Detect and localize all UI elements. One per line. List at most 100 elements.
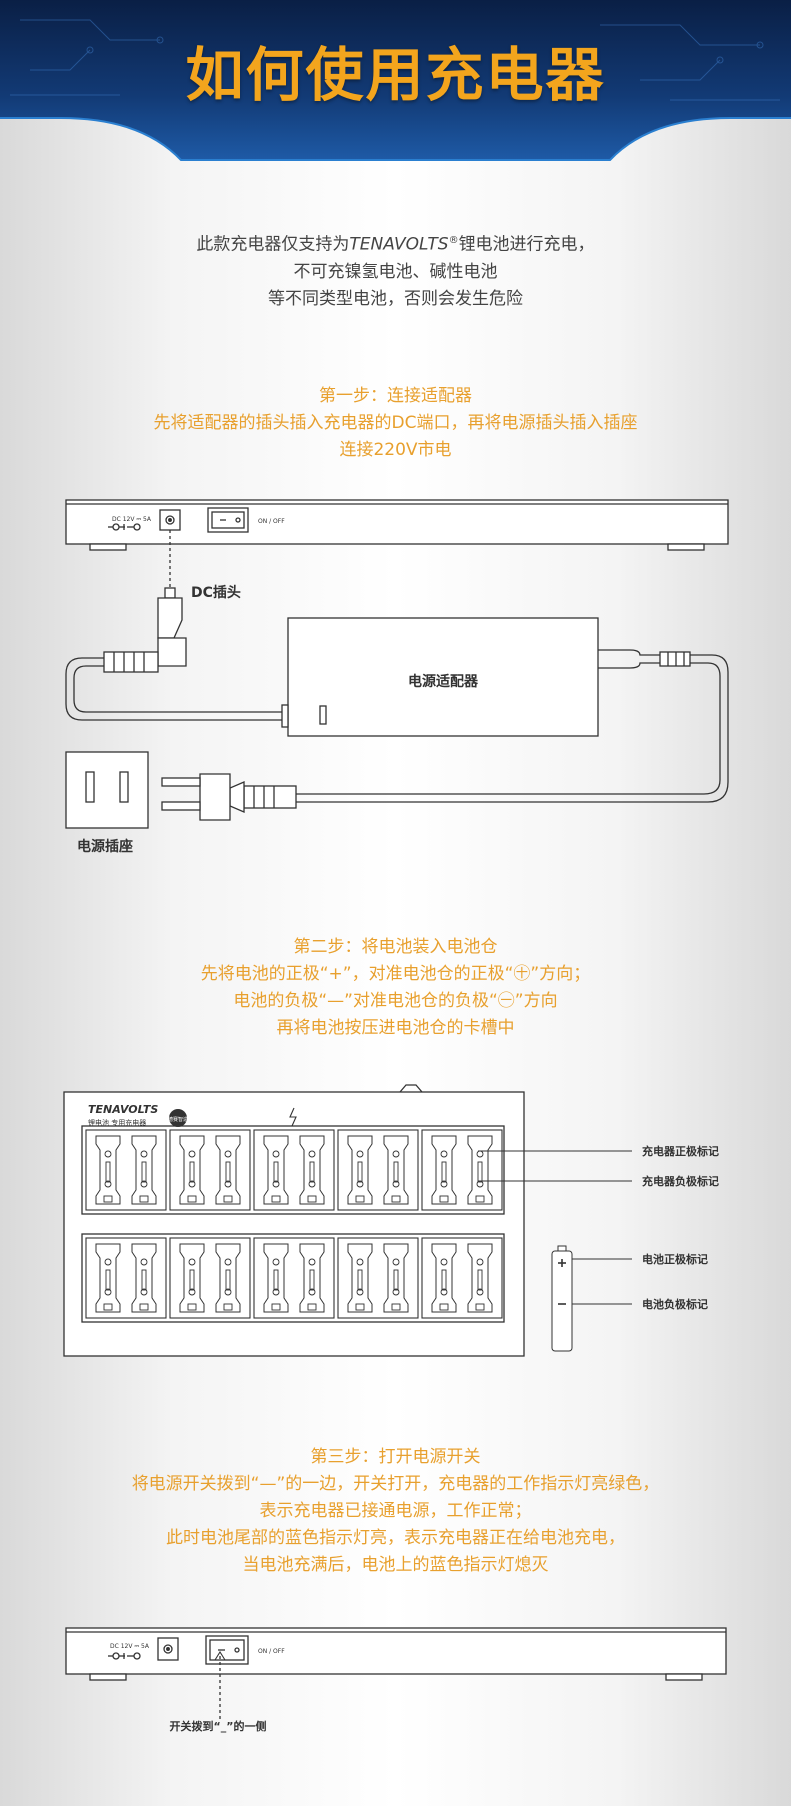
charger-negative-mark-label: 充电器负极标记	[642, 1174, 719, 1188]
battery-slot	[215, 1135, 241, 1205]
slot-positive-mark	[392, 1150, 400, 1158]
battery-slot	[179, 1243, 205, 1313]
step3-line-2: 表示充电器已接通电源，工作正常；	[259, 1501, 532, 1521]
adapter-label: 电源适配器	[408, 673, 479, 690]
slot-group	[169, 1237, 251, 1319]
slot-contact	[139, 1195, 149, 1203]
slot-contact	[355, 1303, 365, 1311]
slot-negative-mark	[140, 1180, 148, 1188]
slot-negative-mark	[104, 1180, 112, 1188]
slot-positive-mark	[104, 1150, 112, 1158]
slot-negative-mark	[224, 1288, 232, 1296]
slot-contact	[355, 1195, 365, 1203]
slot-indicator	[441, 1161, 447, 1183]
slot-positive-mark	[476, 1258, 484, 1266]
figure-battery-slots: 充电器正极标记 充电器负极标记 电池正极标记 电池负极标记 TENAVOLTS …	[0, 1080, 791, 1360]
page-title: 如何使用充电器	[185, 41, 606, 109]
battery-positive-mark-label: 电池正极标记	[642, 1252, 708, 1266]
slot-positive-mark	[272, 1258, 280, 1266]
slot-negative-mark	[140, 1288, 148, 1296]
slot-positive-mark	[224, 1150, 232, 1158]
slot-contact	[475, 1195, 485, 1203]
intro-line-2: 不可充镍氢电池、碱性电池	[293, 261, 498, 282]
step3-title: 第三步：打开电源开关	[310, 1447, 481, 1467]
battery-slot	[347, 1243, 373, 1313]
step2-title: 第二步：将电池装入电池仓	[293, 937, 498, 957]
battery-slot	[263, 1135, 289, 1205]
slot-contact	[439, 1195, 449, 1203]
slot-contact	[439, 1303, 449, 1311]
step1-line-2: 连接220V市电	[339, 440, 452, 460]
slot-indicator	[477, 1161, 483, 1183]
battery-negative-mark-label: 电池负极标记	[642, 1297, 708, 1311]
slot-negative-mark	[476, 1288, 484, 1296]
dc-spec-label: DC 12V ⎓ 5A	[112, 516, 152, 523]
step3-line-4: 当电池充满后，电池上的蓝色指示灯熄灭	[242, 1555, 549, 1575]
slot-indicator	[477, 1269, 483, 1291]
intro-prefix: 此款充电器仅支持为	[196, 234, 350, 255]
slot-indicator	[273, 1161, 279, 1183]
step2-line-2: 电池的负极“—”对准电池仓的负极“㊀”方向	[233, 991, 558, 1011]
slot-contact	[307, 1195, 317, 1203]
intro-reg: ®	[448, 235, 459, 246]
battery-slot	[131, 1135, 157, 1205]
slot-indicator	[393, 1269, 399, 1291]
battery-slot	[299, 1135, 325, 1205]
slot-negative-mark	[440, 1288, 448, 1296]
slot-contact	[223, 1303, 233, 1311]
switch-label: ON / OFF	[258, 518, 285, 525]
slot-indicator	[105, 1269, 111, 1291]
slot-indicator	[225, 1161, 231, 1183]
charger-brand-subtitle: 锂电池 专用充电器	[88, 1118, 146, 1127]
slot-group	[253, 1129, 335, 1211]
slot-negative-mark	[440, 1180, 448, 1188]
slot-contact	[271, 1303, 281, 1311]
slot-positive-mark	[308, 1258, 316, 1266]
slot-negative-mark	[392, 1180, 400, 1188]
slot-negative-mark	[104, 1288, 112, 1296]
battery-slot	[383, 1135, 409, 1205]
slot-indicator	[441, 1269, 447, 1291]
slot-negative-mark	[224, 1180, 232, 1188]
battery-slot	[299, 1243, 325, 1313]
slot-contact	[271, 1195, 281, 1203]
slot-positive-mark	[356, 1150, 364, 1158]
slot-indicator	[141, 1161, 147, 1183]
slot-group	[421, 1129, 503, 1211]
slot-negative-mark	[188, 1180, 196, 1188]
slot-contact	[139, 1303, 149, 1311]
step3-text: 第三步：打开电源开关 将电源开关拨到“—”的一边，开关打开，充电器的工作指示灯亮…	[0, 1444, 791, 1579]
slot-indicator	[357, 1161, 363, 1183]
slot-contact	[103, 1303, 113, 1311]
slot-group	[85, 1237, 167, 1319]
battery-slot	[95, 1135, 121, 1205]
slot-indicator	[273, 1269, 279, 1291]
slot-negative-mark	[272, 1180, 280, 1188]
slot-contact	[223, 1195, 233, 1203]
slot-indicator	[393, 1161, 399, 1183]
slot-contact	[307, 1303, 317, 1311]
intro-line-1: 此款充电器仅支持为TENAVOLTS®锂电池进行充电，	[0, 227, 791, 259]
battery-slot	[95, 1243, 121, 1313]
slot-positive-mark	[188, 1258, 196, 1266]
figure-power-switch: DC 12V ⎓ 5A ON / OFF 开关拨到“_”的一侧	[0, 1610, 791, 1760]
battery-slot	[179, 1135, 205, 1205]
intro-suffix: 锂电池进行充电，	[458, 234, 595, 255]
slot-positive-mark	[188, 1150, 196, 1158]
battery-slot	[383, 1243, 409, 1313]
slot-positive-mark	[356, 1258, 364, 1266]
slot-contact	[103, 1195, 113, 1203]
slot-negative-mark	[356, 1288, 364, 1296]
slot-contact	[187, 1303, 197, 1311]
switch-note-label: 开关拨到“_”的一侧	[170, 1719, 267, 1733]
intro-text: 此款充电器仅支持为TENAVOLTS®锂电池进行充电， 不可充镍氢电池、碱性电池…	[0, 227, 791, 313]
slot-negative-mark	[272, 1288, 280, 1296]
battery-slot	[467, 1243, 493, 1313]
battery-slot	[263, 1243, 289, 1313]
step1-text: 第一步：连接适配器 先将适配器的插头插入充电器的DC端口，再将电源插头插入插座 …	[0, 383, 791, 464]
slot-positive-mark	[392, 1258, 400, 1266]
slot-indicator	[189, 1269, 195, 1291]
slot-indicator	[141, 1269, 147, 1291]
switch-label-2: ON / OFF	[258, 1648, 285, 1655]
battery-slot	[215, 1243, 241, 1313]
